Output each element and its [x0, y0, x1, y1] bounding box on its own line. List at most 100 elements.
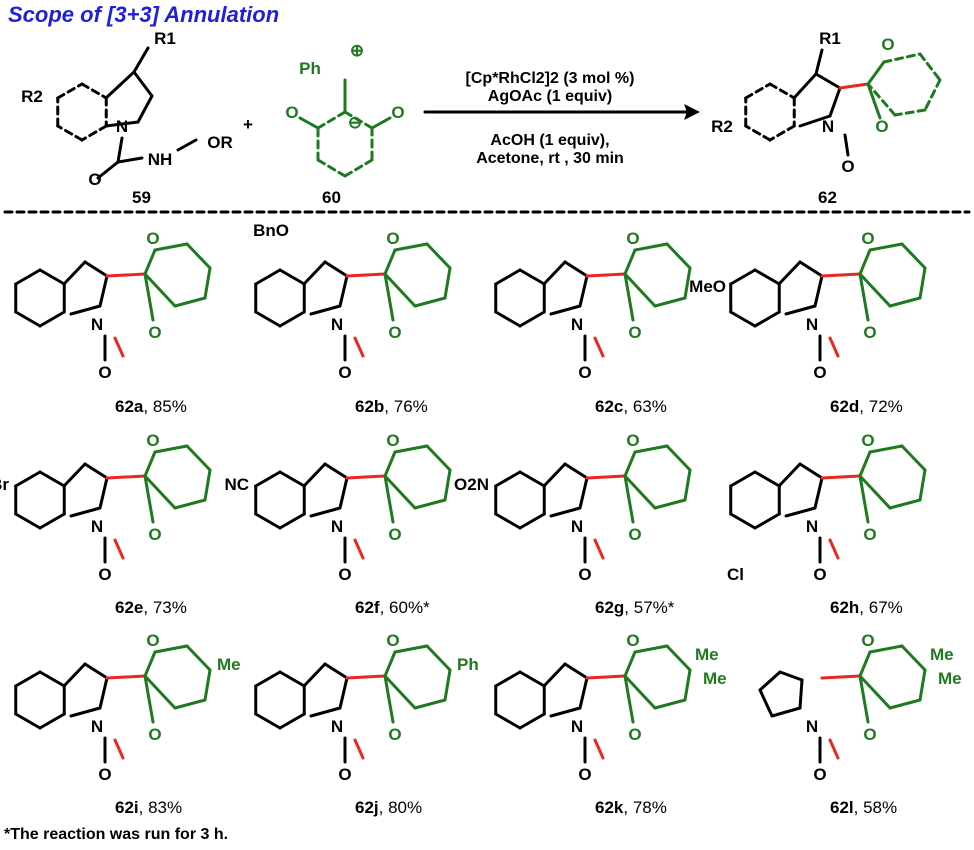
ring-bond	[888, 296, 922, 308]
benzene-bond	[753, 512, 781, 530]
ring-bond	[143, 272, 155, 322]
pyrrole-bond	[302, 260, 327, 286]
substituent-label: BnO	[253, 221, 289, 240]
o-atom: O	[863, 725, 876, 744]
benzene-bond	[768, 124, 796, 142]
n-atom: N	[91, 315, 103, 334]
n-atom: N	[91, 517, 103, 536]
carbonyl-bond	[298, 116, 320, 130]
ring-bond	[888, 698, 922, 710]
indole-pyrrole-bond	[132, 70, 154, 98]
indole-pyrrole-bond	[104, 70, 136, 100]
new-co-bond	[113, 336, 125, 358]
benzene-bond	[729, 470, 757, 488]
r2-label: R2	[21, 87, 43, 106]
new-cc-bond	[838, 82, 870, 90]
benzene-bond	[278, 512, 306, 530]
ring-bond	[858, 674, 892, 710]
pyrrole-bond	[828, 86, 842, 118]
ring-bond	[203, 266, 212, 300]
substituent-label: Me	[930, 645, 954, 664]
n-atom: N	[822, 117, 834, 136]
ring-bond	[383, 674, 417, 710]
new-co-bond	[113, 738, 125, 760]
o-atom: O	[98, 765, 111, 784]
benzene-bond	[38, 670, 66, 688]
indole-benzene-bond	[80, 82, 108, 100]
ring-bond	[868, 444, 904, 454]
benzene-bond	[744, 124, 772, 142]
benzene-bond	[518, 470, 546, 488]
benzene-bond	[753, 268, 781, 286]
indole-benzene-bond	[56, 124, 84, 142]
o-atom: O	[98, 363, 111, 382]
ring-bond	[425, 242, 452, 270]
ring-bond	[143, 474, 177, 510]
o-atom: O	[285, 103, 298, 122]
benzene-bond	[38, 470, 66, 488]
plus-sign: +	[243, 115, 253, 134]
benzene-bond	[768, 82, 796, 100]
new-cc-bond	[345, 272, 387, 278]
o-atom: O	[388, 323, 401, 342]
o-atom: O	[338, 565, 351, 584]
pyrrole-bond	[777, 462, 802, 488]
new-cc-bond	[345, 474, 387, 480]
nh-bond	[116, 156, 144, 164]
benzene-bond	[278, 310, 306, 328]
ring-bond	[425, 644, 452, 672]
new-co-bond	[353, 336, 365, 358]
substituent-label: Br	[0, 475, 9, 494]
pyrrole-bond	[83, 260, 109, 278]
new-co-bond	[113, 538, 125, 560]
o-atom: O	[813, 565, 826, 584]
pyrrole-bond	[302, 662, 327, 688]
ring-bond	[443, 668, 452, 702]
ring-bond	[316, 110, 347, 130]
pyrrole-bond	[813, 476, 824, 510]
r1-bond	[132, 46, 150, 74]
ring-bond	[153, 644, 189, 654]
ring-bond	[425, 444, 452, 472]
pyrrole-bond	[309, 706, 342, 718]
new-cc-bond	[105, 674, 147, 680]
nh-label: NH	[148, 150, 173, 169]
ring-bond	[683, 266, 692, 300]
ring-bond	[383, 650, 397, 678]
ring-bond	[623, 450, 637, 478]
n-atom: N	[806, 517, 818, 536]
ring-bond	[918, 668, 927, 702]
ring-bond	[888, 498, 922, 510]
new-cc-bond	[345, 674, 387, 680]
ring-bond	[858, 474, 870, 524]
n-atom: N	[571, 717, 583, 736]
ring-bond	[413, 498, 447, 510]
o-atom: O	[861, 631, 874, 650]
pyrrole-bond	[69, 706, 102, 718]
benzene-bond	[254, 712, 282, 730]
o-atom: O	[628, 725, 641, 744]
benzene-bond	[278, 670, 306, 688]
o-atom: O	[338, 363, 351, 382]
pyrrole-bond	[98, 476, 109, 510]
ring-bond	[203, 668, 212, 702]
conditions-above: [Cp*RhCl2]2 (3 mol %) AgOAc (1 equiv)	[420, 70, 680, 106]
new-cc-bond	[820, 474, 862, 480]
benzene-bond	[494, 712, 522, 730]
ring-bond	[918, 52, 942, 82]
o-atom: O	[388, 725, 401, 744]
benzene-bond	[278, 268, 306, 286]
reactant1-id: 59	[132, 188, 151, 207]
ring-bond	[633, 242, 669, 252]
new-co-bond	[828, 336, 840, 358]
r2-label: R2	[711, 117, 733, 136]
ring-bond	[683, 668, 692, 702]
ring-bond	[866, 82, 897, 117]
benzene-bond	[14, 712, 42, 730]
o-atom: O	[628, 323, 641, 342]
benzene-bond	[753, 310, 781, 328]
pyrrole-bond	[338, 476, 349, 510]
ring-bond	[343, 158, 374, 178]
ring-bond	[383, 674, 395, 724]
benzene-bond	[14, 310, 42, 328]
